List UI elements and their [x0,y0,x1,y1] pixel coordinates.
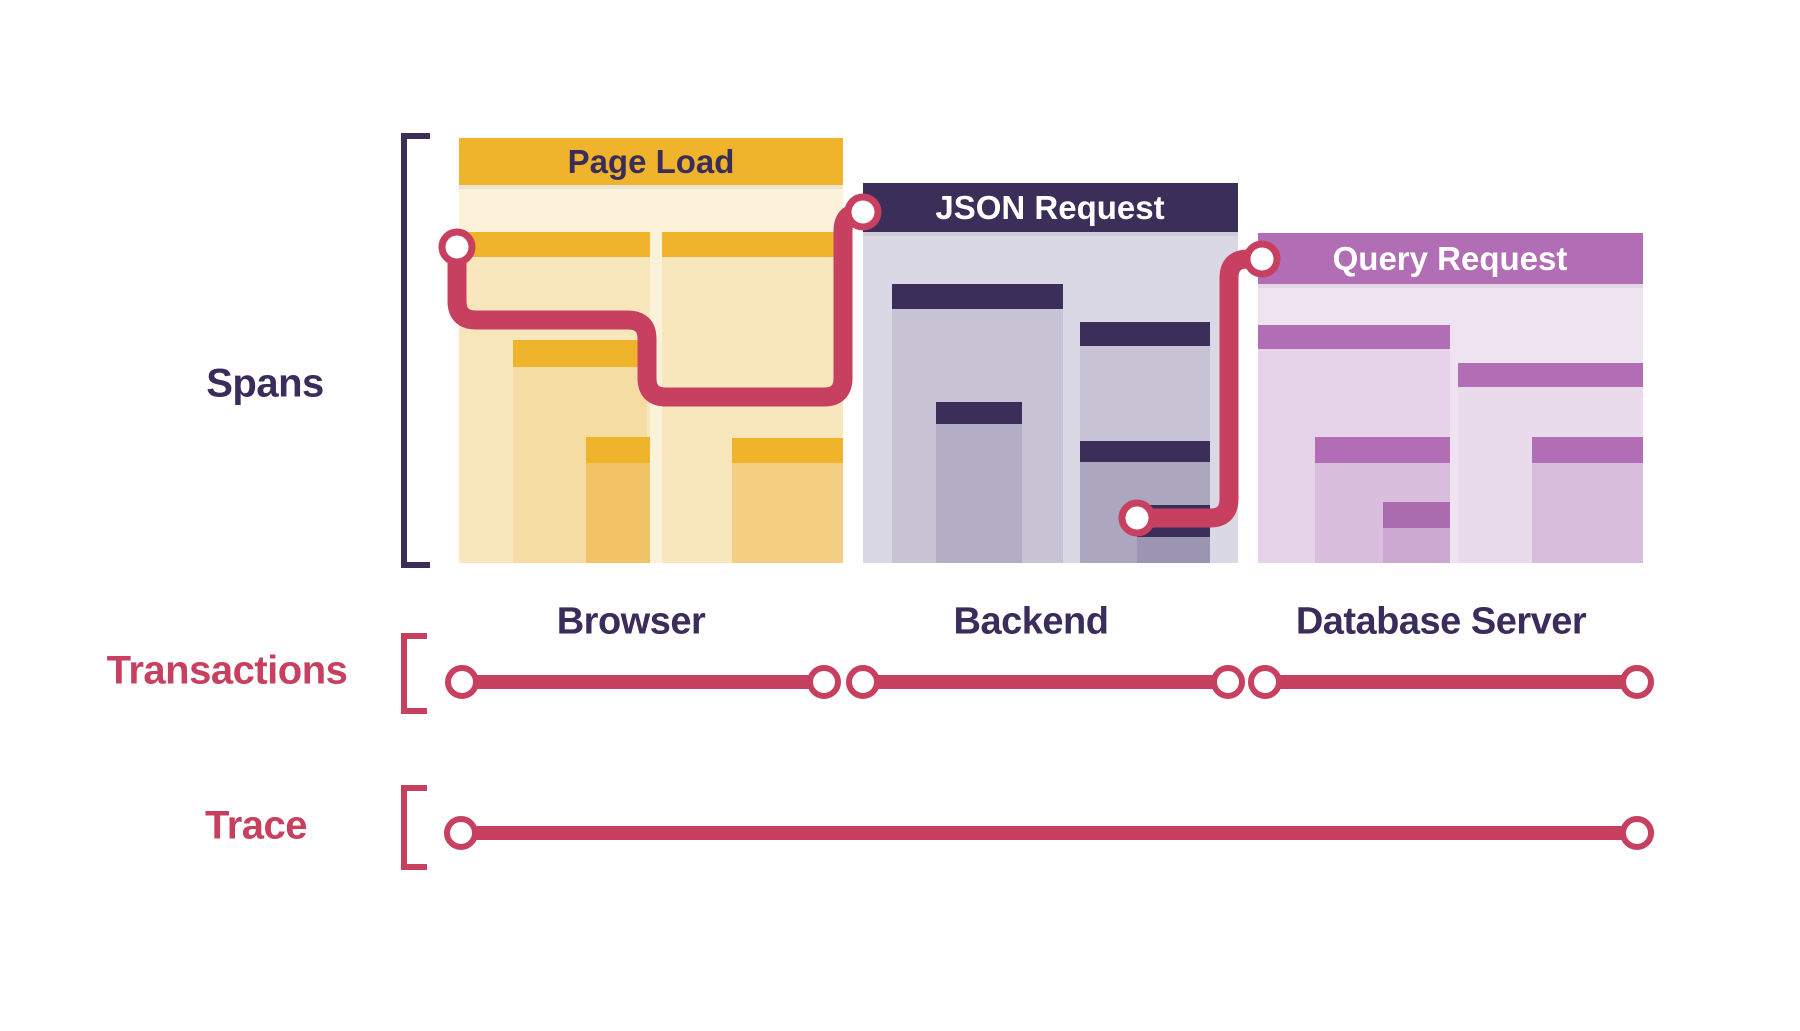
backend-span-bar-6 [1080,441,1210,462]
browser-span-body-9 [732,463,843,563]
query-span-bar-8 [1383,502,1450,528]
backend-span-bar-4 [1080,322,1210,346]
backend-span-bar-8 [1137,505,1210,537]
browser-span-bar-6 [586,437,650,463]
page-load-title: Page Load [567,143,735,180]
query-span-bar-2 [1458,363,1643,387]
browser-panel-header [459,138,843,185]
query-span-bar-6 [1532,437,1643,463]
query-panel-header [1258,233,1643,284]
browser-span-bar-4 [513,340,647,367]
transactions-section-label: Transactions [106,648,348,693]
browser-span-bar-2 [662,232,843,257]
backend-span-body-3 [936,424,1022,563]
query-span-body-9 [1383,528,1450,563]
backend-service-label: Backend [953,600,1109,643]
backend-span-body-5 [1080,346,1210,441]
browser-service-label: Browser [556,600,706,643]
backend-span-body-9 [1137,537,1210,563]
backend-span-bar-0 [892,284,1063,309]
query-span-bar-0 [1258,325,1450,349]
backend-span-bar-2 [936,402,1022,424]
query-span-bar-4 [1315,437,1450,463]
spans-section-label: Spans [206,361,324,406]
backend-panel-header [863,183,1238,232]
query-span-body-7 [1532,463,1643,563]
query-request-title: Query Request [1332,240,1568,277]
json-request-title: JSON Request [935,189,1165,226]
trace-section-label: Trace [204,803,308,848]
database-server-service-label: Database Server [1295,600,1587,643]
browser-span-bar-8 [732,438,843,463]
browser-span-body-7 [586,463,650,563]
browser-span-bar-0 [459,232,650,257]
